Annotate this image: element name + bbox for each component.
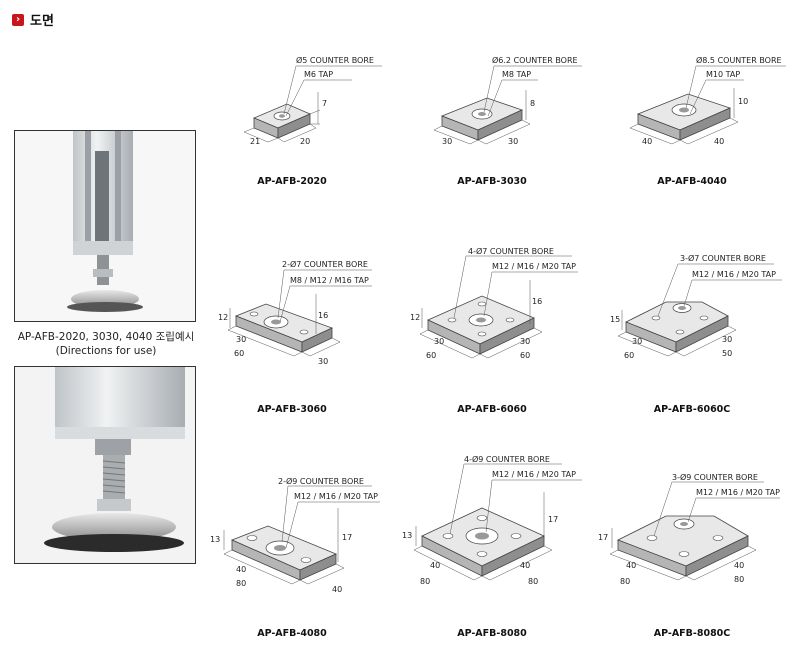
caption-subtitle: (Directions for use) [55, 345, 157, 357]
tap-label: M8 / M12 / M16 TAP [290, 276, 369, 285]
dimension-width: 20 [300, 137, 310, 146]
technical-drawing: 2-Ø7 COUNTER BORE M8 / M12 / M16 TAP 30 … [218, 259, 372, 366]
technical-drawing: 4-Ø9 COUNTER BORE M12 / M16 / M20 TAP 40… [402, 456, 582, 586]
dimension-width: 30 [520, 337, 530, 346]
dimension-length: 60 [234, 349, 244, 358]
dimension-thickness: 13 [402, 531, 412, 540]
dimension-depth: 30 [632, 337, 642, 346]
counter-bore-label: 3-Ø7 COUNTER BORE [680, 253, 766, 263]
tap-label: M12 / M16 / M20 TAP [294, 492, 378, 501]
dimension-length: 80 [236, 579, 246, 588]
tap-label: M10 TAP [706, 70, 740, 79]
counter-bore-label: 4-Ø7 COUNTER BORE [468, 246, 554, 256]
technical-drawing: 2-Ø9 COUNTER BORE M12 / M16 / M20 TAP 40… [210, 476, 380, 594]
assembly-photo-small [14, 130, 196, 322]
drawing-cell: 3-Ø9 COUNTER BORE M12 / M16 / M20 TAP 40… [592, 472, 792, 639]
photo-caption: AP-AFB-2020, 3030, 4040 조립예시 (Directions… [8, 330, 204, 358]
dimension-width: 40 [332, 585, 342, 594]
dimension-thickness: 13 [210, 535, 220, 544]
drawing-cell: 2-Ø9 COUNTER BORE M12 / M16 / M20 TAP 40… [192, 476, 392, 639]
dimension-span: 80 [734, 575, 744, 584]
dimension-height: 17 [548, 515, 558, 524]
counter-bore-label: 4-Ø9 COUNTER BORE [464, 456, 550, 464]
dimension-thickness: 15 [610, 315, 620, 324]
technical-drawing: Ø8.5 COUNTER BORE M10 TAP 40 40 10 [629, 55, 786, 146]
drawing-cell: Ø5 COUNTER BORE M6 TAP 21 20 7 AP-AFB-20… [192, 46, 392, 196]
dimension-depth: 40 [236, 565, 246, 574]
counter-bore-label: 2-Ø9 COUNTER BORE [278, 476, 364, 486]
dimension-depth: 40 [642, 137, 652, 146]
dimension-height: 16 [532, 297, 542, 306]
tap-label: M6 TAP [304, 70, 333, 79]
dimension-width: 40 [714, 137, 724, 146]
dimension-height: 8 [530, 99, 535, 108]
dimension-thickness: 12 [410, 313, 420, 322]
part-code: AP-AFB-3060 [257, 404, 327, 415]
leveling-foot-photo [15, 131, 195, 321]
technical-drawing: Ø5 COUNTER BORE M6 TAP 21 20 7 [243, 55, 382, 146]
dimension-depth: 40 [430, 561, 440, 570]
dimension-thickness: 17 [598, 533, 608, 542]
dimension-length: 60 [624, 351, 634, 360]
dimension-width: 40 [520, 561, 530, 570]
dimension-length: 80 [420, 577, 430, 586]
dimension-span: 60 [520, 351, 530, 360]
counter-bore-label: 2-Ø7 COUNTER BORE [282, 259, 368, 269]
dimension-height: 16 [318, 311, 328, 320]
dimension-depth: 21 [250, 137, 260, 146]
technical-drawing: 3-Ø7 COUNTER BORE M12 / M16 / M20 TAP 30… [610, 253, 782, 360]
drawing-cell: 2-Ø7 COUNTER BORE M8 / M12 / M16 TAP 30 … [192, 256, 392, 415]
counter-bore-label: Ø6.2 COUNTER BORE [492, 55, 578, 65]
part-code: AP-AFB-3030 [457, 176, 527, 187]
dimension-depth: 30 [434, 337, 444, 346]
tap-label: M8 TAP [502, 70, 531, 79]
tap-label: M12 / M16 / M20 TAP [492, 470, 576, 479]
dimension-width: 30 [722, 335, 732, 344]
section-header: › 도면 [12, 10, 54, 29]
leveling-foot-closeup-photo [15, 367, 195, 563]
dimension-width: 30 [318, 357, 328, 366]
counter-bore-label: Ø5 COUNTER BORE [296, 55, 374, 65]
part-code: AP-AFB-2020 [257, 176, 327, 187]
dimension-height: 10 [738, 97, 748, 106]
counter-bore-label: Ø8.5 COUNTER BORE [696, 55, 782, 65]
part-code: AP-AFB-4080 [257, 628, 327, 639]
tap-label: M12 / M16 / M20 TAP [492, 262, 576, 271]
dimension-height: 7 [322, 99, 327, 108]
section-title: 도면 [30, 14, 54, 29]
caption-title: AP-AFB-2020, 3030, 4040 조립예시 [17, 331, 195, 343]
drawing-cell: 4-Ø7 COUNTER BORE M12 / M16 / M20 TAP 30… [392, 246, 592, 415]
dimension-depth: 40 [626, 561, 636, 570]
drawing-cell: 3-Ø7 COUNTER BORE M12 / M16 / M20 TAP 30… [592, 252, 792, 415]
assembly-photo-large [14, 366, 196, 564]
dimension-width: 30 [508, 137, 518, 146]
dimension-width: 40 [734, 561, 744, 570]
technical-drawing: Ø6.2 COUNTER BORE M8 TAP 30 30 8 [433, 55, 582, 146]
dimension-height: 17 [342, 533, 352, 542]
dimension-length: 80 [620, 577, 630, 586]
tap-label: M12 / M16 / M20 TAP [692, 270, 776, 279]
technical-drawing: 4-Ø7 COUNTER BORE M12 / M16 / M20 TAP 30… [410, 246, 578, 360]
drawing-cell: 4-Ø9 COUNTER BORE M12 / M16 / M20 TAP 40… [392, 456, 592, 639]
counter-bore-label: 3-Ø9 COUNTER BORE [672, 472, 758, 482]
dimension-span: 80 [528, 577, 538, 586]
dimension-span: 50 [722, 349, 732, 358]
drawing-cell: Ø8.5 COUNTER BORE M10 TAP 40 40 10 AP-AF… [592, 46, 792, 196]
chevron-right-icon: › [12, 13, 24, 26]
technical-drawing: 3-Ø9 COUNTER BORE M12 / M16 / M20 TAP 40… [598, 472, 780, 586]
part-code: AP-AFB-8080C [653, 628, 731, 639]
dimension-depth: 30 [236, 335, 246, 344]
tap-label: M12 / M16 / M20 TAP [696, 488, 780, 497]
part-code: AP-AFB-4040 [657, 176, 727, 187]
part-code: AP-AFB-8080 [457, 628, 527, 639]
drawing-cell: Ø6.2 COUNTER BORE M8 TAP 30 30 8 AP-AFB-… [392, 46, 592, 196]
dimension-thickness: 12 [218, 313, 228, 322]
dimension-length: 60 [426, 351, 436, 360]
part-code: AP-AFB-6060C [653, 404, 731, 415]
dimension-depth: 30 [442, 137, 452, 146]
part-code: AP-AFB-6060 [457, 404, 527, 415]
